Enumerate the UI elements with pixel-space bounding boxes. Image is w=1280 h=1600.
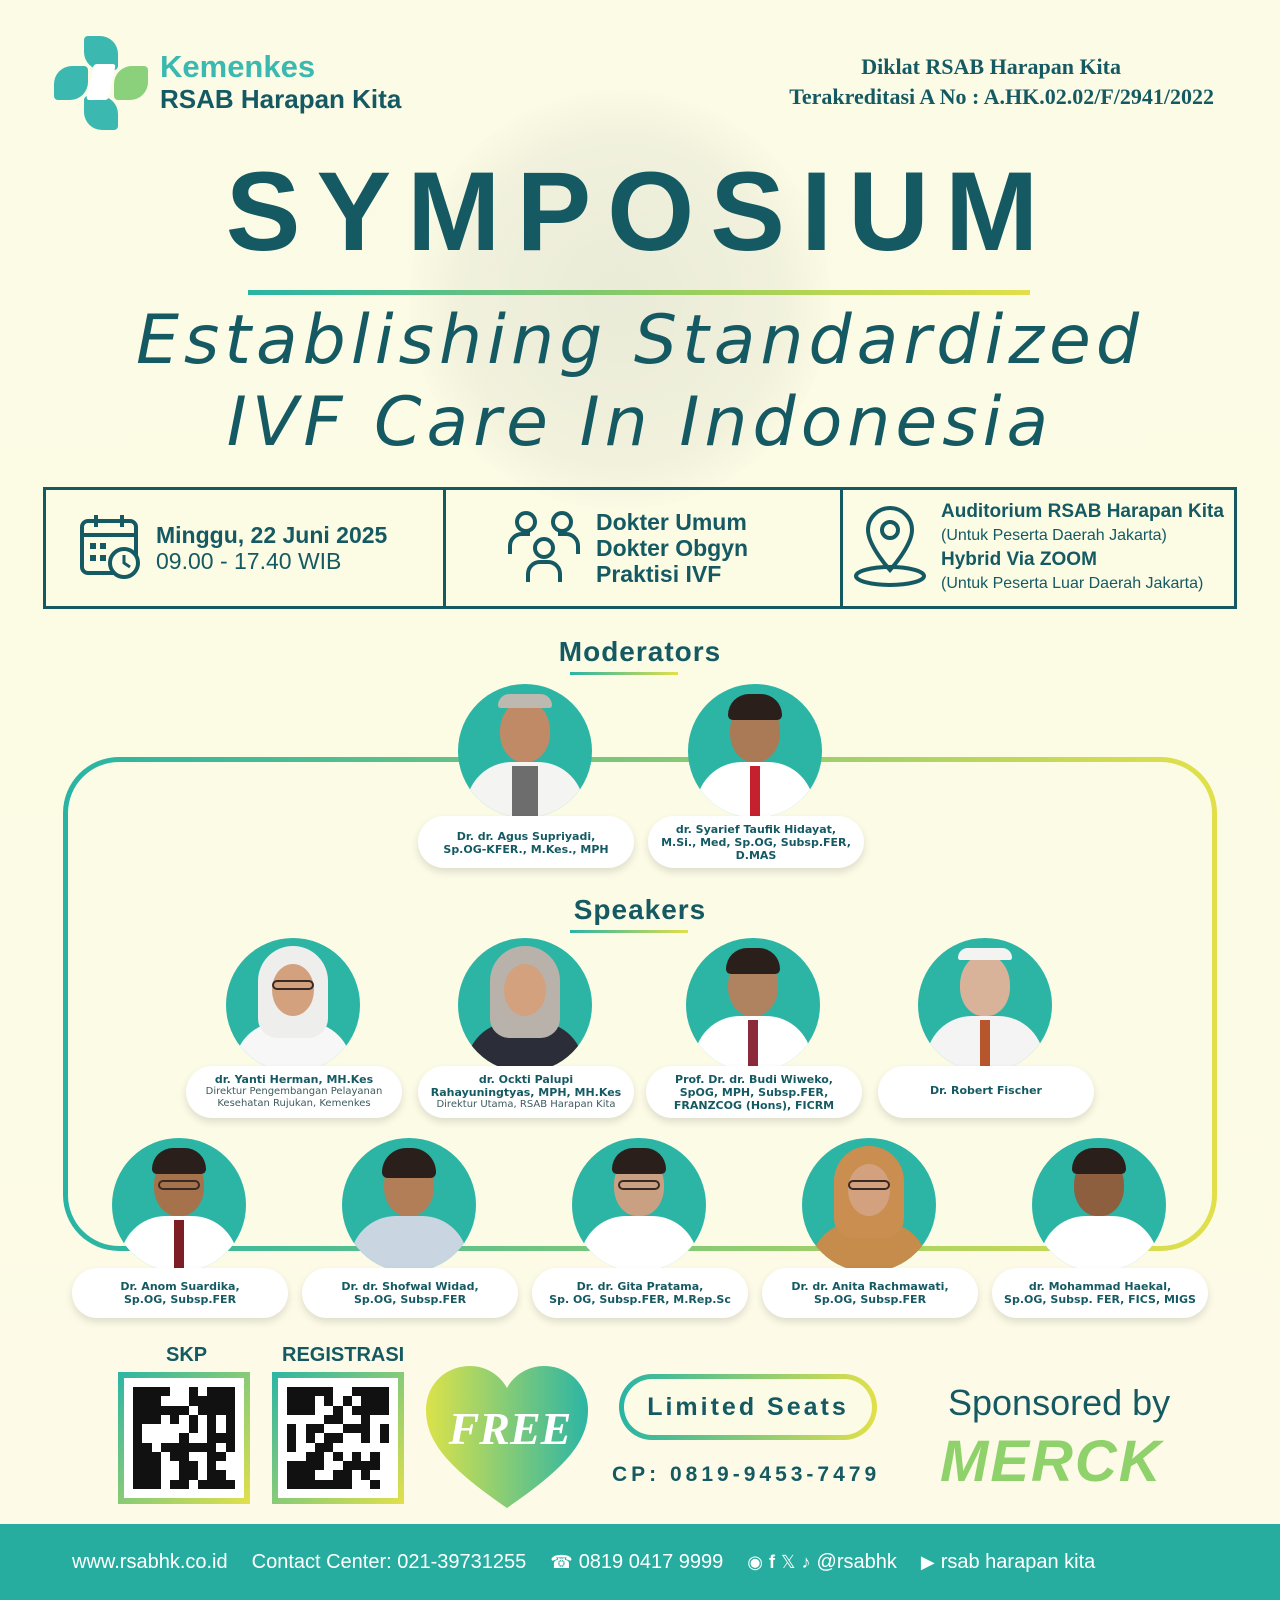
speaker-namecard: dr. Mohammad Haekal, Sp.OG, Subsp. FER, … bbox=[992, 1268, 1208, 1318]
x-icon: 𝕏 bbox=[781, 1551, 796, 1572]
audience-item: Dokter Obgyn bbox=[596, 535, 749, 561]
venue-primary-note: (Untuk Peserta Daerah Jakarta) bbox=[941, 527, 1167, 544]
logo-subtitle: RSAB Harapan Kita bbox=[160, 84, 402, 114]
venue-hybrid: Hybrid Via ZOOM bbox=[941, 549, 1097, 570]
speaker-name: dr. Mohammad Haekal, Sp.OG, Subsp. FER, … bbox=[1004, 1280, 1196, 1306]
facebook-icon: f bbox=[769, 1551, 775, 1572]
tiktok-icon: ♪ bbox=[801, 1551, 811, 1572]
speaker-name: Prof. Dr. dr. Budi Wiweko, SpOG, MPH, Su… bbox=[673, 1073, 835, 1112]
moderator-namecard: dr. Syarief Taufik Hidayat, M.Si., Med, … bbox=[648, 816, 864, 868]
registration-label: REGISTRASI bbox=[282, 1344, 405, 1366]
event-date: Minggu, 22 Juni 2025 bbox=[156, 522, 388, 548]
venue-cell: Auditorium RSAB Harapan Kita (Untuk Pese… bbox=[840, 490, 1234, 606]
contact-person: CP: 0819-9453-7479 bbox=[612, 1463, 881, 1486]
speaker-name: Dr. dr. Gita Pratama, Sp. OG, Subsp.FER,… bbox=[549, 1280, 731, 1306]
youtube-channel: rsab harapan kita bbox=[940, 1550, 1096, 1573]
qr-grid bbox=[133, 1387, 235, 1489]
speaker-name: dr. Yanti Herman, MH.Kes bbox=[214, 1073, 374, 1086]
speaker-name: Dr. Anom Suardika, Sp.OG, Subsp.FER bbox=[120, 1280, 240, 1306]
footer-social[interactable]: ◉ f 𝕏 ♪ @rsabhk bbox=[747, 1551, 897, 1574]
event-info-box: Minggu, 22 Juni 2025 09.00 - 17.40 WIB D… bbox=[43, 487, 1237, 609]
speaker-role: Direktur Utama, RSAB Harapan Kita bbox=[436, 1099, 616, 1110]
page-subtitle: Establishing Standardized IVF Care In In… bbox=[0, 300, 1280, 464]
kemenkes-logo-icon bbox=[52, 34, 148, 130]
instagram-icon: ◉ bbox=[747, 1551, 763, 1572]
speaker-name: Dr. Robert Fischer bbox=[930, 1084, 1042, 1097]
qr-grid bbox=[287, 1387, 389, 1489]
social-handle: @rsabhk bbox=[816, 1550, 897, 1573]
audience-item: Dokter Umum bbox=[596, 509, 747, 535]
background-egg-image bbox=[410, 90, 830, 510]
speaker-photo bbox=[1032, 1138, 1166, 1272]
location-pin-icon bbox=[853, 504, 927, 592]
speaker-namecard: Dr. Robert Fischer bbox=[878, 1066, 1094, 1118]
speaker-photo bbox=[686, 938, 820, 1072]
accreditation: Diklat RSAB Harapan Kita Terakreditasi A… bbox=[789, 52, 1214, 112]
page-title: SYMPOSIUM bbox=[225, 149, 1055, 274]
speaker-photo bbox=[802, 1138, 936, 1272]
footer-contact: Contact Center: 021-39731255 bbox=[251, 1550, 527, 1573]
subtitle-line2: IVF Care In Indonesia bbox=[226, 383, 1054, 462]
free-badge: FREE bbox=[448, 1403, 572, 1454]
speaker-name: Dr. dr. Shofwal Widad, Sp.OG, Subsp.FER bbox=[341, 1280, 479, 1306]
merck-logo: MERCK bbox=[940, 1429, 1163, 1494]
subtitle-line1: Establishing Standardized bbox=[135, 301, 1145, 380]
audience-cell: Dokter Umum Dokter Obgyn Praktisi IVF bbox=[443, 490, 840, 606]
speaker-namecard: Prof. Dr. dr. Budi Wiweko, SpOG, MPH, Su… bbox=[646, 1066, 862, 1118]
audience-item: Praktisi IVF bbox=[596, 561, 722, 587]
speaker-namecard: dr. Yanti Herman, MH.Kes Direktur Pengem… bbox=[186, 1066, 402, 1118]
date-cell: Minggu, 22 Juni 2025 09.00 - 17.40 WIB bbox=[46, 490, 443, 606]
speakers-underline bbox=[570, 930, 688, 933]
limited-seats-badge: Limited Seats bbox=[619, 1374, 877, 1440]
footer-youtube[interactable]: ▶ rsab harapan kita bbox=[921, 1551, 1095, 1574]
moderator-photo bbox=[458, 684, 592, 818]
accreditation-line1: Diklat RSAB Harapan Kita bbox=[861, 54, 1121, 79]
speaker-role: Direktur Pengembangan Pelayanan Kesehata… bbox=[205, 1086, 383, 1109]
footer-bar: www.rsabhk.co.id Contact Center: 021-397… bbox=[0, 1524, 1280, 1600]
speaker-photo bbox=[226, 938, 360, 1072]
footer-website[interactable]: www.rsabhk.co.id bbox=[72, 1550, 228, 1573]
speaker-namecard: Dr. dr. Gita Pratama, Sp. OG, Subsp.FER,… bbox=[532, 1268, 748, 1318]
logo-title: Kemenkes bbox=[160, 49, 316, 84]
kemenkes-logo: Kemenkes RSAB Harapan Kita bbox=[52, 34, 401, 130]
speaker-namecard: Dr. dr. Shofwal Widad, Sp.OG, Subsp.FER bbox=[302, 1268, 518, 1318]
speaker-name: Dr. dr. Anita Rachmawati, Sp.OG, Subsp.F… bbox=[791, 1280, 949, 1306]
speaker-name: dr. Ockti Palupi Rahayuningtyas, MPH, MH… bbox=[430, 1073, 622, 1099]
title-divider bbox=[248, 290, 1030, 295]
speaker-photo bbox=[572, 1138, 706, 1272]
moderator-photo bbox=[688, 684, 822, 818]
moderator-namecard: Dr. dr. Agus Supriyadi, Sp.OG-KFER., M.K… bbox=[418, 816, 634, 868]
speaker-photo bbox=[458, 938, 592, 1072]
speaker-namecard: Dr. dr. Anita Rachmawati, Sp.OG, Subsp.F… bbox=[762, 1268, 978, 1318]
speaker-namecard: Dr. Anom Suardika, Sp.OG, Subsp.FER bbox=[72, 1268, 288, 1318]
whatsapp-icon: ☎ bbox=[550, 1551, 573, 1572]
venue-primary: Auditorium RSAB Harapan Kita bbox=[941, 501, 1224, 522]
heart-icon bbox=[426, 1366, 588, 1508]
sponsored-by-label: Sponsored by bbox=[948, 1382, 1171, 1423]
calendar-icon bbox=[78, 513, 142, 583]
moderator-name: dr. Syarief Taufik Hidayat, M.Si., Med, … bbox=[661, 823, 851, 862]
people-icon bbox=[506, 508, 582, 588]
registration-qr-code[interactable] bbox=[272, 1372, 404, 1504]
youtube-icon: ▶ bbox=[920, 1551, 935, 1572]
speaker-photo bbox=[918, 938, 1052, 1072]
whatsapp-number: 0819 0417 9999 bbox=[578, 1550, 724, 1573]
speaker-namecard: dr. Ockti Palupi Rahayuningtyas, MPH, MH… bbox=[418, 1066, 634, 1118]
moderator-name: Dr. dr. Agus Supriyadi, Sp.OG-KFER., M.K… bbox=[443, 830, 609, 856]
accreditation-line2: Terakreditasi A No : A.HK.02.02/F/2941/2… bbox=[789, 84, 1214, 109]
speakers-heading: Speakers bbox=[573, 894, 707, 925]
moderators-underline bbox=[570, 672, 678, 675]
event-time: 09.00 - 17.40 WIB bbox=[156, 548, 342, 574]
skp-qr-code[interactable] bbox=[118, 1372, 250, 1504]
limited-seats-label: Limited Seats bbox=[624, 1379, 872, 1435]
speaker-photo bbox=[342, 1138, 476, 1272]
skp-label: SKP bbox=[166, 1344, 208, 1366]
speaker-photo bbox=[112, 1138, 246, 1272]
footer-whatsapp[interactable]: ☎ 0819 0417 9999 bbox=[550, 1551, 723, 1574]
moderators-heading: Moderators bbox=[558, 636, 722, 667]
venue-hybrid-note: (Untuk Peserta Luar Daerah Jakarta) bbox=[941, 575, 1204, 592]
